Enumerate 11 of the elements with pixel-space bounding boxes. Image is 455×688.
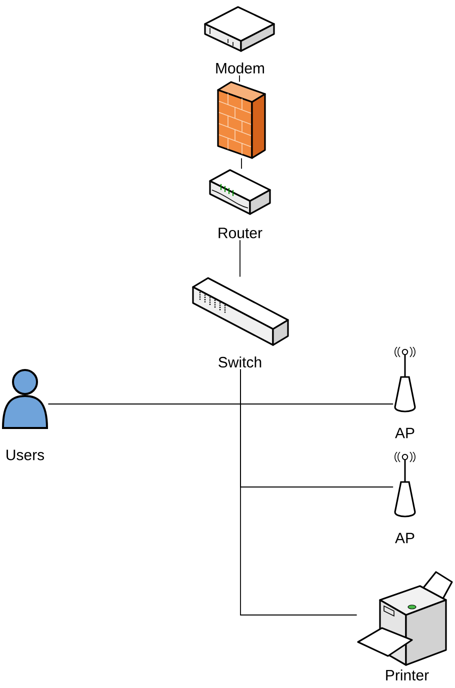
device-label: AP [395,532,414,544]
device-label: Router [218,228,262,238]
connector-line [241,158,242,170]
connector-line [240,368,358,616]
device-label: Printer [386,670,429,680]
device-label: Switch [218,356,262,368]
connector-line [239,74,240,82]
firewall-icon [217,81,266,159]
device-label: Users [6,450,44,460]
device-label: Modem [216,62,264,74]
device-label: AP [395,428,414,438]
